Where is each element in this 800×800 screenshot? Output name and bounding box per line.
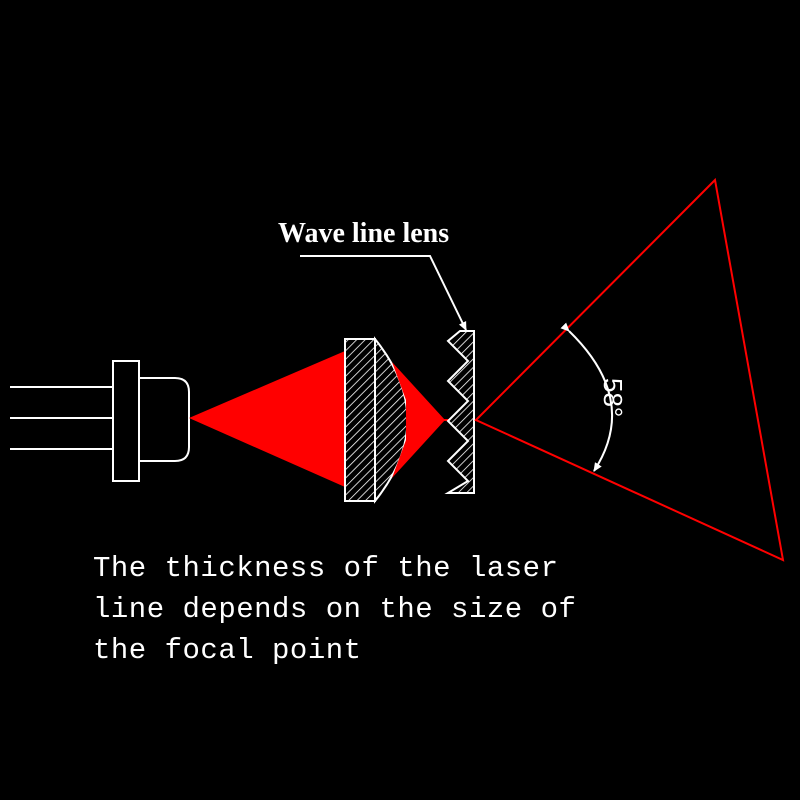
collimating-lens [344,336,409,504]
explanation-caption: The thickness of the laser line depends … [93,548,693,671]
label-pointer-arrow [300,255,467,331]
lens-curved-part [374,336,409,504]
wave-line-lens-label: Wave line lens [278,218,449,249]
laser-fan-triangle [474,177,785,562]
caption-line-1: The thickness of the laser [93,552,559,585]
caption-line-3: the focal point [93,634,362,667]
caption-line-2: line depends on the size of [93,593,577,626]
laser-beam-cone [189,351,345,487]
diode-cap [138,377,190,462]
laser-diode [10,360,190,482]
fan-angle-label: 58° [598,378,628,417]
focused-beam [392,362,445,478]
diode-flange [112,360,140,482]
wave-lens-body [444,330,475,494]
wave-line-lens [444,330,475,494]
fan-angle-arc [560,322,613,472]
lens-flat-part [344,338,376,502]
